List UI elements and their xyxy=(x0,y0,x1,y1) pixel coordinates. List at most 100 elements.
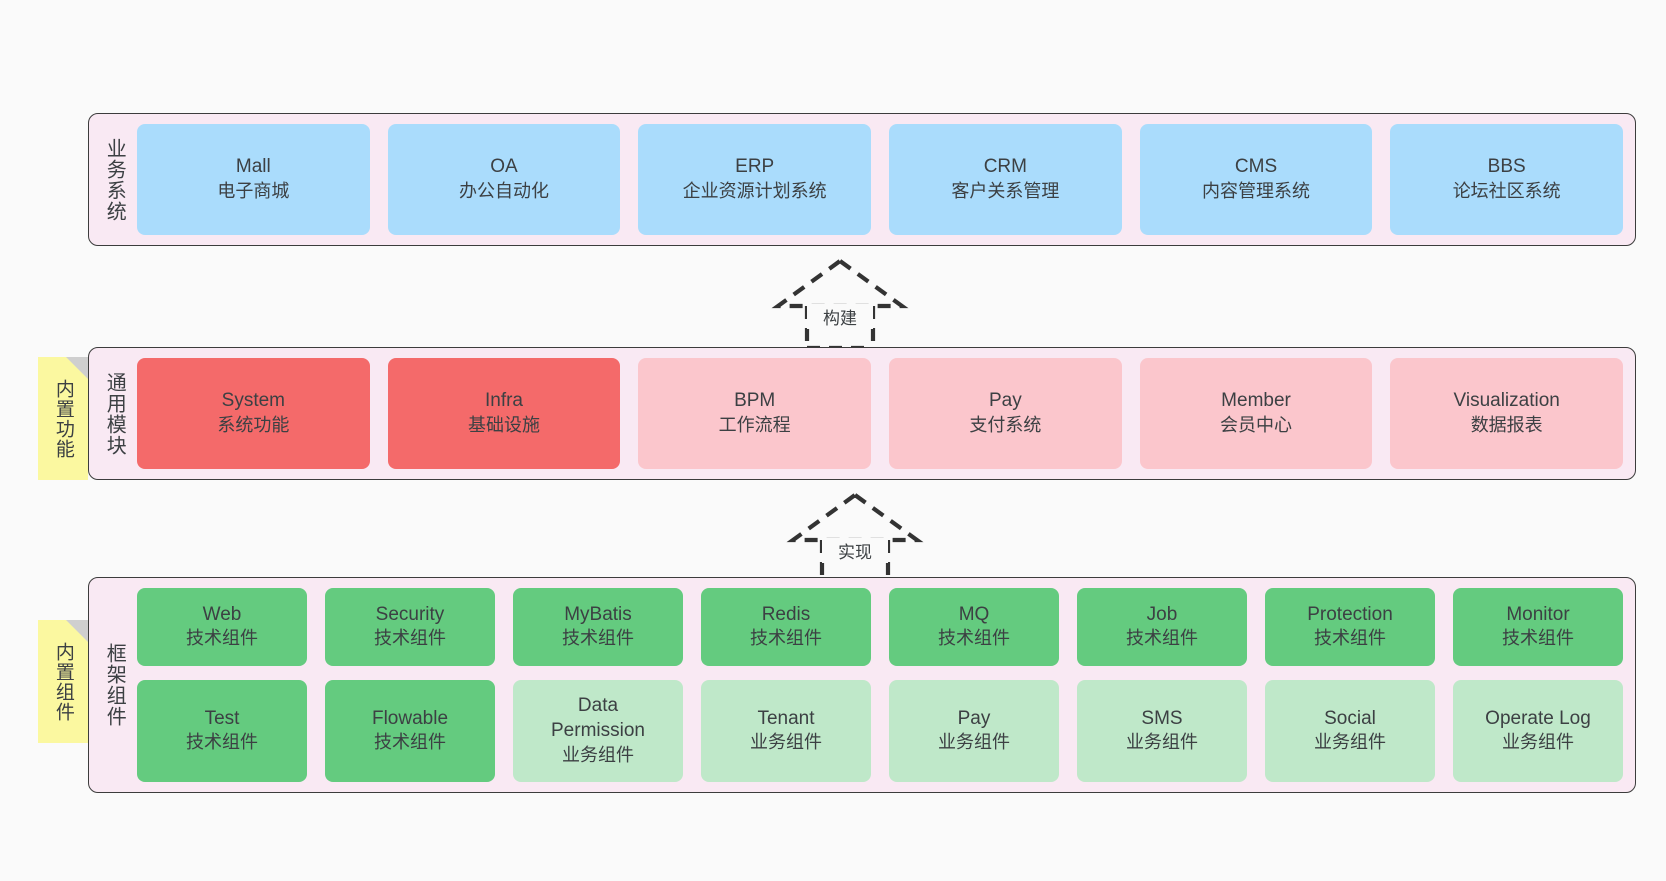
card-title: Flowable xyxy=(371,707,449,729)
card-social[interactable]: Social 业务组件 xyxy=(1265,679,1435,782)
card-subtitle: 技术组件 xyxy=(562,628,634,649)
note-fold-corner xyxy=(66,620,88,642)
card-cms[interactable]: CMS 内容管理系统 xyxy=(1139,124,1373,235)
card-redis[interactable]: Redis 技术组件 xyxy=(701,588,871,666)
card-bbs[interactable]: BBS 论坛社区系统 xyxy=(1390,124,1624,235)
card-mq[interactable]: MQ 技术组件 xyxy=(889,588,1059,666)
card-subtitle: 技术组件 xyxy=(186,732,258,753)
card-data-permission[interactable]: Data Permission 业务组件 xyxy=(513,679,683,782)
note-builtin-components: 内置组件 xyxy=(38,620,88,743)
card-title: Pay xyxy=(988,390,1022,412)
card-subtitle: 技术组件 xyxy=(374,732,446,753)
card-subtitle: 基础设施 xyxy=(468,415,540,436)
layer-framework-components: 框架组件 Web 技术组件 Security 技术组件 MyBatis 技术组件… xyxy=(88,577,1636,793)
card-operate-log[interactable]: Operate Log 业务组件 xyxy=(1453,679,1623,782)
card-security[interactable]: Security 技术组件 xyxy=(325,588,495,666)
card-title: BPM xyxy=(734,390,776,412)
card-title: Member xyxy=(1221,390,1291,412)
layer-body-framework-components: Web 技术组件 Security 技术组件 MyBatis 技术组件 Redi… xyxy=(131,588,1623,782)
card-subtitle: 技术组件 xyxy=(750,628,822,649)
card-subtitle: 业务组件 xyxy=(938,732,1010,753)
card-member[interactable]: Member 会员中心 xyxy=(1139,358,1373,469)
layer-title-business-systems: 业务系统 xyxy=(103,137,126,222)
card-subtitle: 业务组件 xyxy=(1314,732,1386,753)
card-protection[interactable]: Protection 技术组件 xyxy=(1265,588,1435,666)
card-title: Mall xyxy=(235,156,271,178)
connector-build: 构建 xyxy=(755,258,915,351)
card-title: Visualization xyxy=(1453,390,1560,412)
card-mybatis[interactable]: MyBatis 技术组件 xyxy=(513,588,683,666)
card-flowable[interactable]: Flowable 技术组件 xyxy=(325,679,495,782)
card-crm[interactable]: CRM 客户关系管理 xyxy=(889,124,1122,235)
card-subtitle: 办公自动化 xyxy=(459,181,549,202)
card-subtitle: 技术组件 xyxy=(186,628,258,649)
card-row: Test 技术组件 Flowable 技术组件 Data Permission … xyxy=(137,679,1623,782)
card-title: Web xyxy=(202,603,242,625)
layer-title-framework-components: 框架组件 xyxy=(103,643,126,727)
card-visualization[interactable]: Visualization 数据报表 xyxy=(1390,358,1624,469)
card-title: Data Permission xyxy=(551,695,645,742)
card-subtitle: 会员中心 xyxy=(1220,415,1293,436)
layer-body-business-systems: Mall 电子商城 OA 办公自动化 ERP 企业资源计划系统 CRM 客户关系… xyxy=(131,124,1624,235)
note-label: 内置功能 xyxy=(52,378,74,459)
card-pay-component[interactable]: Pay 业务组件 xyxy=(889,679,1059,782)
card-pay-module[interactable]: Pay 支付系统 xyxy=(889,358,1122,469)
card-tenant[interactable]: Tenant 业务组件 xyxy=(701,679,871,782)
card-title: Security xyxy=(375,603,445,625)
card-title: Operate Log xyxy=(1485,707,1591,729)
card-subtitle: 业务组件 xyxy=(1502,732,1574,753)
layer-body-common-modules: System 系统功能 Infra 基础设施 BPM 工作流程 Pay 支付系统… xyxy=(131,358,1624,469)
layer-title-common-modules: 通用模块 xyxy=(103,371,126,456)
connector-implement: 实现 xyxy=(770,492,930,585)
card-subtitle: 业务组件 xyxy=(1126,732,1198,753)
card-mall[interactable]: Mall 电子商城 xyxy=(137,124,370,235)
card-oa[interactable]: OA 办公自动化 xyxy=(387,124,621,235)
card-subtitle: 客户关系管理 xyxy=(951,181,1060,202)
card-row: Mall 电子商城 OA 办公自动化 ERP 企业资源计划系统 CRM 客户关系… xyxy=(137,124,1624,235)
card-title: Monitor xyxy=(1506,603,1570,625)
card-job[interactable]: Job 技术组件 xyxy=(1077,588,1247,666)
card-subtitle: 内容管理系统 xyxy=(1202,181,1311,202)
note-builtin-features: 内置功能 xyxy=(38,357,88,480)
card-title: ERP xyxy=(735,156,775,178)
connector-build-label: 构建 xyxy=(807,304,873,329)
card-subtitle: 工作流程 xyxy=(718,415,791,436)
card-subtitle: 技术组件 xyxy=(1314,628,1386,649)
card-system[interactable]: System 系统功能 xyxy=(137,358,370,469)
layer-common-modules: 通用模块 System 系统功能 Infra 基础设施 BPM 工作流程 Pay… xyxy=(88,347,1636,480)
card-title: Job xyxy=(1146,603,1178,625)
card-title: MyBatis xyxy=(564,603,632,625)
note-label: 内置组件 xyxy=(52,641,74,722)
connector-implement-label: 实现 xyxy=(822,538,888,563)
card-row: System 系统功能 Infra 基础设施 BPM 工作流程 Pay 支付系统… xyxy=(137,358,1624,469)
card-title: Test xyxy=(204,707,240,729)
card-test[interactable]: Test 技术组件 xyxy=(137,679,307,782)
card-infra[interactable]: Infra 基础设施 xyxy=(387,358,621,469)
card-title: CRM xyxy=(983,156,1027,178)
layer-business-systems: 业务系统 Mall 电子商城 OA 办公自动化 ERP 企业资源计划系统 CRM… xyxy=(88,113,1636,246)
card-subtitle: 技术组件 xyxy=(1502,628,1574,649)
note-fold-corner xyxy=(66,357,88,379)
card-subtitle: 业务组件 xyxy=(562,744,634,765)
card-web[interactable]: Web 技术组件 xyxy=(137,588,307,666)
card-title: Redis xyxy=(761,603,811,625)
card-subtitle: 支付系统 xyxy=(969,415,1042,436)
card-title: SMS xyxy=(1141,707,1183,729)
card-subtitle: 企业资源计划系统 xyxy=(682,181,827,202)
card-title: Infra xyxy=(484,390,524,412)
card-subtitle: 技术组件 xyxy=(1126,628,1198,649)
card-subtitle: 数据报表 xyxy=(1470,415,1543,436)
card-subtitle: 业务组件 xyxy=(750,732,822,753)
card-title: CMS xyxy=(1234,156,1278,178)
card-title: Protection xyxy=(1307,603,1393,625)
card-title: BBS xyxy=(1487,156,1526,178)
card-bpm[interactable]: BPM 工作流程 xyxy=(638,358,872,469)
card-title: Tenant xyxy=(757,707,815,729)
card-title: System xyxy=(221,390,286,412)
card-monitor[interactable]: Monitor 技术组件 xyxy=(1453,588,1623,666)
card-sms[interactable]: SMS 业务组件 xyxy=(1077,679,1247,782)
card-erp[interactable]: ERP 企业资源计划系统 xyxy=(638,124,872,235)
card-subtitle: 论坛社区系统 xyxy=(1452,181,1561,202)
card-title: OA xyxy=(490,156,518,178)
